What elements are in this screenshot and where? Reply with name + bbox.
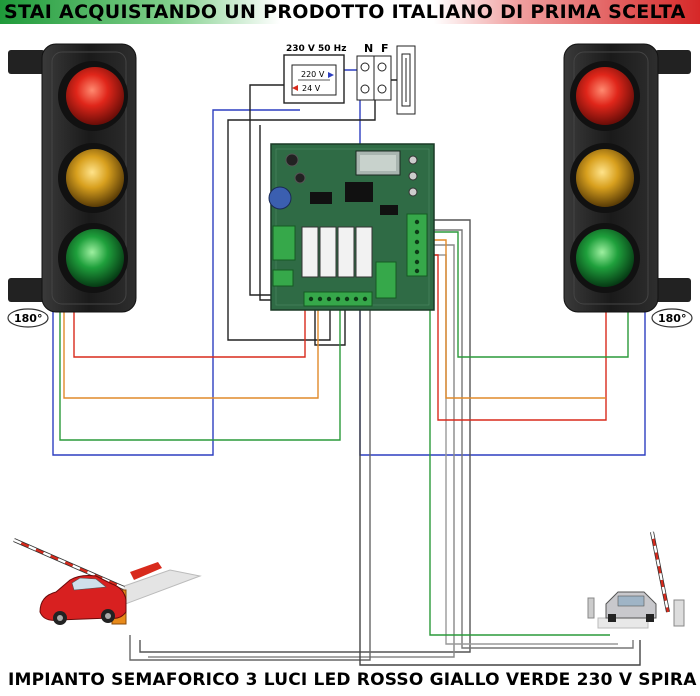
relay bbox=[319, 226, 337, 278]
psu-secondary-label: 24 V bbox=[302, 84, 321, 93]
green-lamp bbox=[576, 229, 634, 287]
mount-bracket bbox=[8, 50, 45, 74]
terminal-block: N F bbox=[356, 42, 416, 115]
wire-black-2 bbox=[227, 100, 376, 341]
wire-green-left bbox=[59, 310, 341, 441]
relay bbox=[301, 226, 319, 278]
red-lamp bbox=[66, 67, 124, 125]
traffic-light-right: 180° bbox=[563, 43, 693, 328]
arrow-right-icon bbox=[328, 72, 334, 78]
screw-icon bbox=[377, 84, 387, 94]
yellow-lamp bbox=[66, 149, 124, 207]
wire-black-3 bbox=[259, 125, 272, 301]
relay bbox=[355, 226, 373, 278]
green-lamp bbox=[66, 229, 124, 287]
terminal-connector bbox=[406, 213, 428, 277]
screw-icon bbox=[360, 84, 370, 94]
red-lamp bbox=[576, 67, 634, 125]
rotate-icon bbox=[651, 308, 693, 328]
terminal-f-label: F bbox=[381, 42, 389, 55]
wire-gray-loop-a bbox=[139, 219, 471, 653]
psu-rating-label: 230 V 50 Hz bbox=[286, 44, 346, 54]
wire-black-4 bbox=[314, 310, 346, 346]
wire-green-loop bbox=[420, 269, 610, 636]
traffic-light-left: 180° bbox=[7, 43, 137, 328]
control-board bbox=[268, 143, 435, 311]
power-supply: 230 V 50 Hz 220 V 24 V bbox=[283, 44, 346, 104]
board-button bbox=[408, 187, 418, 197]
barrier-left bbox=[13, 538, 202, 625]
road-surface bbox=[597, 617, 649, 629]
wire-red-left bbox=[73, 310, 306, 358]
board-button bbox=[408, 155, 418, 165]
wire-orange-left bbox=[63, 310, 319, 399]
wire-gray-loop-f bbox=[359, 310, 641, 666]
arrow-left-icon bbox=[292, 85, 298, 91]
chip bbox=[345, 182, 373, 202]
wire-gray-loop-b bbox=[415, 229, 634, 649]
wire-gray-loop-e bbox=[129, 310, 371, 661]
mount-bracket bbox=[655, 50, 691, 74]
terminal-connector bbox=[272, 225, 296, 261]
board-button bbox=[408, 171, 418, 181]
terminal-n-label: N bbox=[364, 42, 373, 55]
arrow-icon bbox=[130, 562, 162, 580]
rotation-label-right: 180° bbox=[658, 312, 686, 325]
chip bbox=[310, 192, 332, 204]
wire-green-right bbox=[420, 231, 629, 358]
barrier-post bbox=[673, 599, 685, 627]
rotate-icon bbox=[7, 308, 49, 328]
barrier-right bbox=[587, 531, 685, 629]
capacitor bbox=[268, 186, 292, 210]
relay bbox=[337, 226, 355, 278]
screw-icon bbox=[377, 62, 387, 72]
footer-title: IMPIANTO SEMAFORICO 3 LUCI LED ROSSO GIA… bbox=[8, 670, 700, 690]
yellow-lamp bbox=[576, 149, 634, 207]
screw-icon bbox=[360, 62, 370, 72]
banner: STAI ACQUISTANDO UN PRODOTTO ITALIANO DI… bbox=[0, 0, 700, 24]
banner-text: STAI ACQUISTANDO UN PRODOTTO ITALIANO DI… bbox=[4, 1, 686, 23]
psu-primary-label: 220 V bbox=[301, 70, 325, 79]
rotation-label-left: 180° bbox=[14, 312, 42, 325]
